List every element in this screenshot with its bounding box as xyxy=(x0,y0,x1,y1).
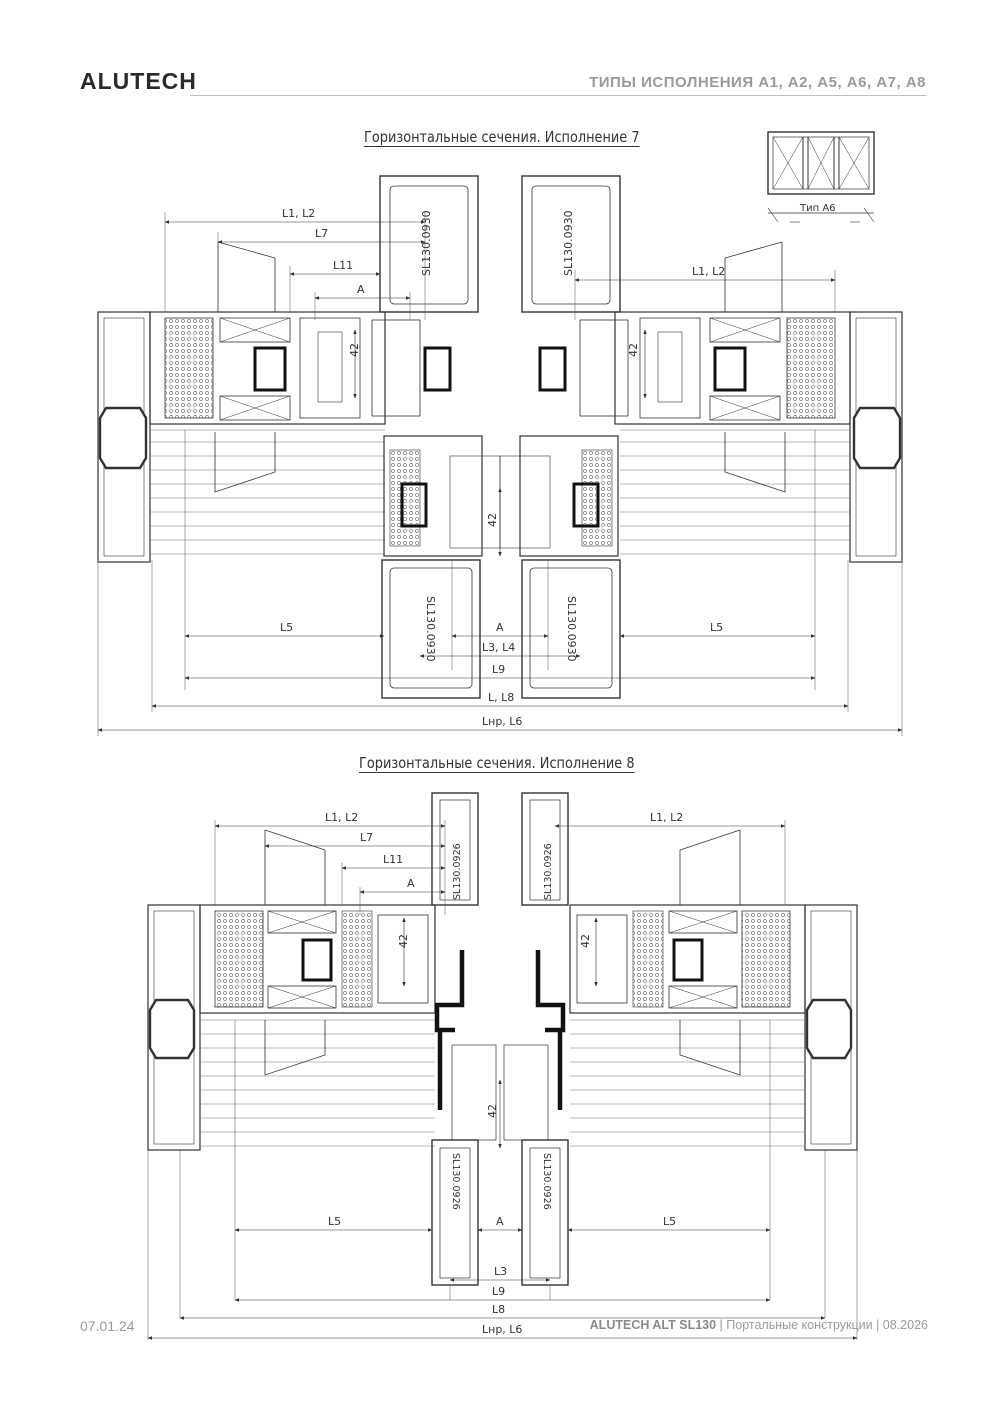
dim-l5-left: L5 xyxy=(328,1215,341,1228)
profile-label: SL130.0926 xyxy=(543,843,554,900)
dim-l9: L9 xyxy=(492,663,505,676)
dim-a-bottom: A xyxy=(496,621,504,634)
dim-l3l4: L3, L4 xyxy=(482,641,515,654)
dim-l1l2-left: L1, L2 xyxy=(325,811,358,824)
profile-label: SL130.0930 xyxy=(424,596,437,662)
dim-l3: L3 xyxy=(494,1265,507,1278)
dim-l11: L11 xyxy=(383,853,403,866)
dim-42-right: 42 xyxy=(579,934,592,948)
dim-l1l2-left: L1, L2 xyxy=(282,207,315,220)
profile-label: SL130.0926 xyxy=(452,843,463,900)
dim-42-left: 42 xyxy=(397,934,410,948)
page-title: ТИПЫ ИСПОЛНЕНИЯ А1, А2, А5, А6, А7, А8 xyxy=(589,74,926,91)
profile-label: SL130.0930 xyxy=(565,596,578,662)
dim-lnp: Lнр, L6 xyxy=(482,1323,522,1336)
dim-l9: L9 xyxy=(492,1285,505,1298)
profile-label: SL130.0926 xyxy=(450,1153,461,1210)
dim-42-center: 42 xyxy=(486,1104,499,1118)
section-8-drawing xyxy=(147,792,858,1340)
profile-label: SL130.0930 xyxy=(420,210,433,276)
dim-l5-right: L5 xyxy=(710,621,723,634)
footer-date: 07.01.24 xyxy=(80,1318,135,1334)
dim-l7: L7 xyxy=(315,227,328,240)
type-a6-label: Тип А6 xyxy=(799,203,836,214)
dim-l5-left: L5 xyxy=(280,621,293,634)
dim-42-left: 42 xyxy=(348,343,361,357)
dim-l11: L11 xyxy=(333,259,353,272)
dim-42-center: 42 xyxy=(486,513,499,527)
dim-lnp: Lнр, L6 xyxy=(482,715,522,728)
footer-subtitle: | Портальные конструкции | 08.2026 xyxy=(716,1318,928,1332)
profile-label: SL130.0926 xyxy=(541,1153,552,1210)
footer-info: ALUTECH ALT SL130 | Портальные конструкц… xyxy=(590,1318,928,1332)
dim-a-top: A xyxy=(357,283,365,296)
dim-l5-right: L5 xyxy=(663,1215,676,1228)
section-7-labels: L1, L2 L7 L11 A L1, L2 42 42 42 SL130.09… xyxy=(280,203,836,728)
dim-l1l2-right: L1, L2 xyxy=(650,811,683,824)
header-rule xyxy=(190,95,926,96)
dim-a-top: A xyxy=(407,877,415,890)
section-8-title: Горизонтальные сечения. Исполнение 8 xyxy=(359,754,635,772)
dim-l1l2-right: L1, L2 xyxy=(692,265,725,278)
dim-l7: L7 xyxy=(360,831,373,844)
dim-l8: L8 xyxy=(492,1303,505,1316)
dim-42-right: 42 xyxy=(627,343,640,357)
footer-product: ALUTECH ALT SL130 xyxy=(589,1318,717,1332)
brand-logo: ALUTECH xyxy=(80,68,197,94)
dim-a-bottom: A xyxy=(496,1215,504,1228)
dim-ll8: L, L8 xyxy=(488,691,514,704)
type-a6-plan xyxy=(767,131,875,223)
section-8-labels: L1, L2 L1, L2 L7 L11 A 42 42 42 SL130.09… xyxy=(325,811,683,1336)
section-7-title: Горизонтальные сечения. Исполнение 7 xyxy=(364,128,640,146)
section-7-drawing xyxy=(97,131,903,736)
profile-label: SL130.0930 xyxy=(562,210,575,276)
